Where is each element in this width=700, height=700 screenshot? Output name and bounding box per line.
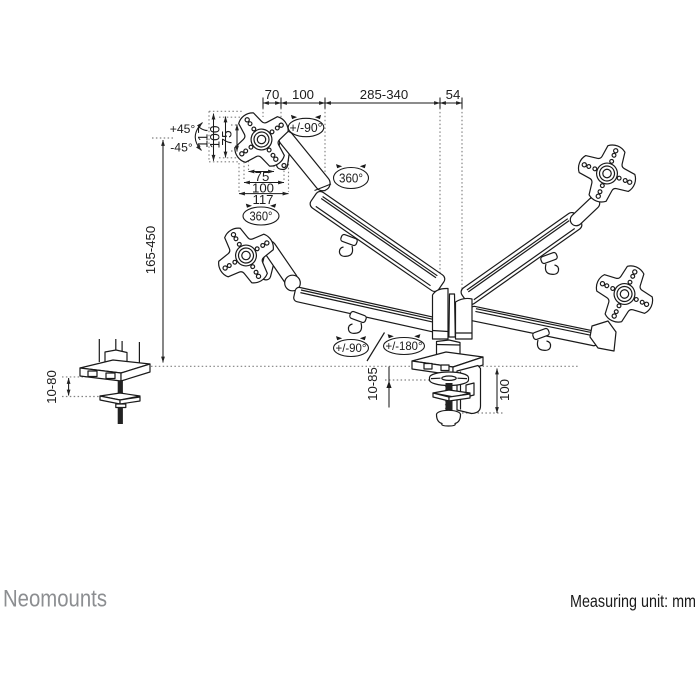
svg-text:70: 70 bbox=[265, 87, 280, 102]
svg-text:100: 100 bbox=[497, 379, 512, 401]
svg-text:100: 100 bbox=[292, 87, 314, 102]
svg-text:54: 54 bbox=[446, 87, 461, 102]
svg-text:100: 100 bbox=[252, 180, 274, 195]
svg-text:+/-90°: +/-90° bbox=[336, 341, 367, 355]
svg-text:-45°: -45° bbox=[170, 141, 193, 155]
svg-text:+/-90°: +/-90° bbox=[290, 121, 323, 135]
svg-text:360°: 360° bbox=[339, 171, 363, 185]
svg-text:360°: 360° bbox=[250, 209, 273, 223]
svg-text:75: 75 bbox=[255, 169, 270, 184]
svg-text:Measuring unit: mm: Measuring unit: mm bbox=[570, 591, 696, 611]
svg-text:10-80: 10-80 bbox=[44, 370, 59, 404]
svg-text:117: 117 bbox=[196, 126, 211, 148]
svg-text:75: 75 bbox=[220, 130, 235, 146]
svg-text:10-85: 10-85 bbox=[365, 367, 380, 401]
svg-text:285-340: 285-340 bbox=[360, 87, 408, 102]
svg-text:Neomounts: Neomounts bbox=[3, 586, 107, 613]
svg-text:+/-180°: +/-180° bbox=[386, 339, 423, 353]
svg-text:117: 117 bbox=[252, 192, 273, 207]
svg-text:100: 100 bbox=[208, 125, 223, 148]
svg-text:+45°: +45° bbox=[170, 122, 196, 136]
svg-text:165-450: 165-450 bbox=[143, 226, 158, 274]
